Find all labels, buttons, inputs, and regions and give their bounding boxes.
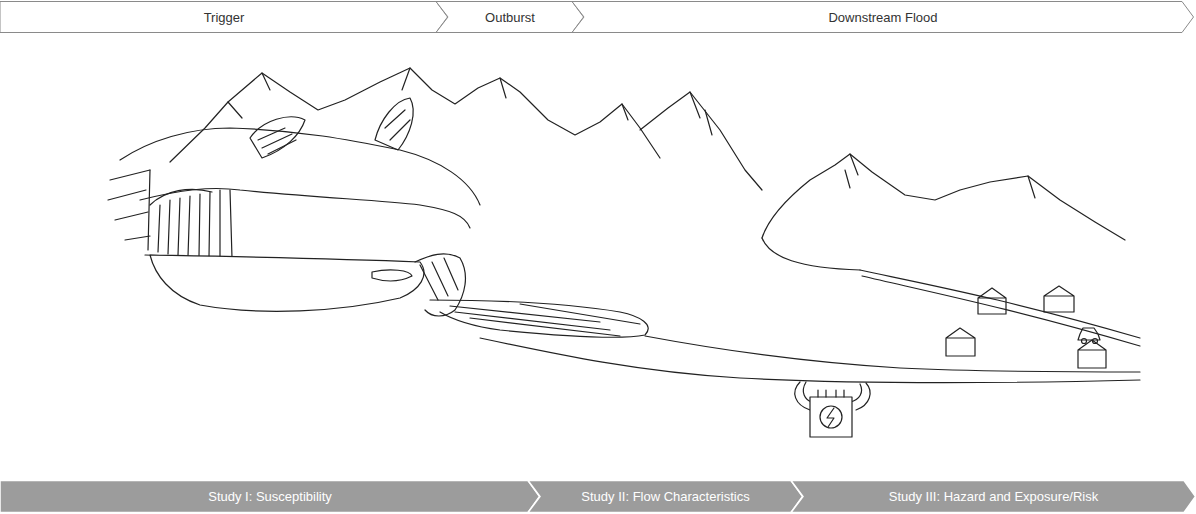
- chevron-label: Study II: Flow Characteristics: [581, 489, 749, 504]
- chevron-outline: [436, 2, 584, 33]
- chevron-outline: [791, 481, 1196, 513]
- phase-chevron: Trigger: [0, 1, 448, 33]
- study-chevron: Study II: Flow Characteristics: [528, 480, 803, 513]
- chevron-outline: [572, 2, 1194, 33]
- study-chevron: Study I: Susceptibility: [0, 480, 540, 513]
- chevron-outline: [528, 481, 803, 513]
- chevron-outline: [0, 481, 540, 513]
- chevron-label: Downstream Flood: [828, 10, 937, 25]
- chevron-label: Study III: Hazard and Exposure/Risk: [889, 489, 1099, 504]
- phase-chevron: Downstream Flood: [572, 1, 1194, 33]
- phase-chevron: Outburst: [436, 1, 584, 33]
- chevron-label: Trigger: [204, 10, 245, 25]
- chevron-label: Study I: Susceptibility: [208, 489, 332, 504]
- study-chevron: Study III: Hazard and Exposure/Risk: [791, 480, 1196, 513]
- chevron-label: Outburst: [485, 10, 535, 25]
- chevron-outline: [0, 2, 448, 33]
